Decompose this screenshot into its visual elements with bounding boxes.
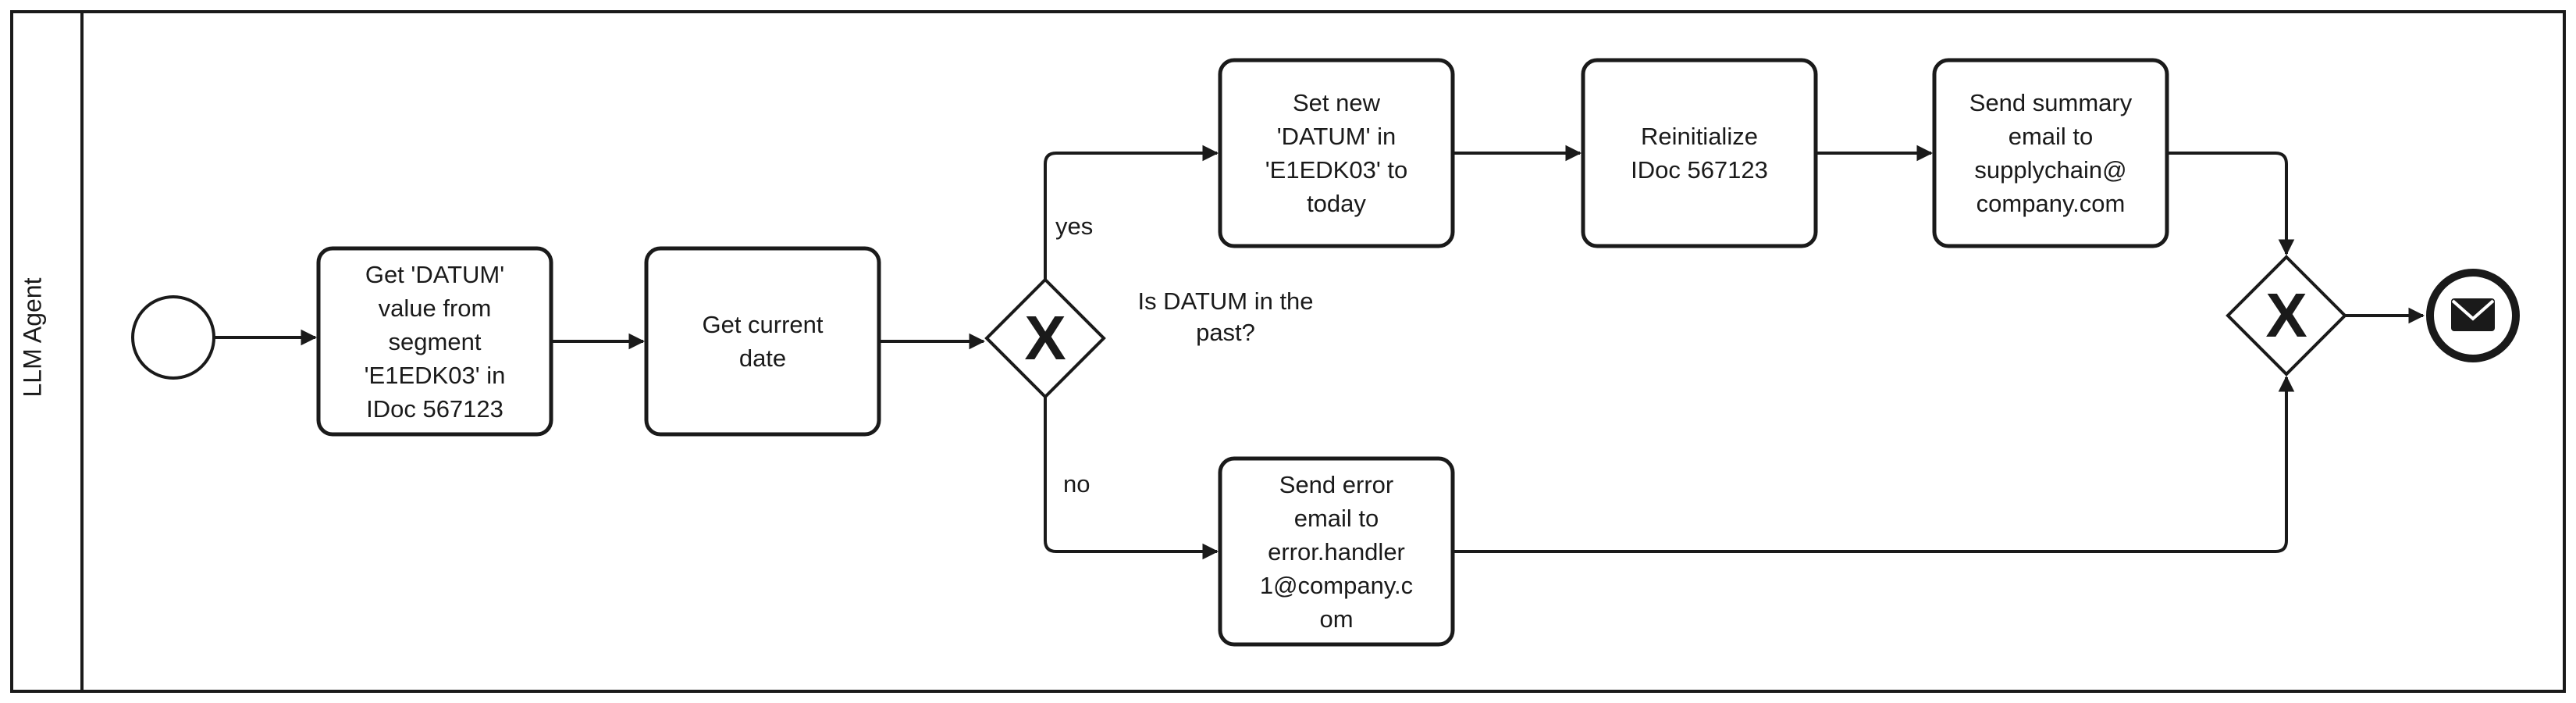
task-get-datum-label: Get 'DATUM' value from segment 'E1EDK03'… — [364, 260, 506, 423]
flow-error-to-merge — [1453, 375, 2295, 553]
flow-gateway-yes — [1044, 145, 1219, 280]
task-get-current-date-label: Get current date — [702, 311, 824, 372]
gateway-question-label: Is DATUM in the past? — [1137, 287, 1314, 346]
pool-border — [10, 10, 2566, 693]
gateway-no-label: no — [1063, 470, 1091, 498]
exclusive-gateway-merge[interactable] — [2226, 255, 2347, 376]
lane-label: LLM Agent — [18, 277, 47, 398]
envelope-icon — [2451, 298, 2495, 331]
gateway-yes-label: yes — [1055, 212, 1094, 240]
flow-gateway-no — [1044, 397, 1219, 560]
task-set-new-datum-label: Set new 'DATUM' in 'E1EDK03' to today — [1265, 89, 1408, 217]
task-send-error-email-label: Send error email to error.handler 1@comp… — [1259, 470, 1414, 633]
start-event[interactable] — [131, 295, 215, 380]
task-reinitialize-idoc-label: Reinitialize IDoc 567123 — [1631, 123, 1768, 184]
task-send-summary-email-label: Send summary email to supplychain@ compa… — [1969, 89, 2133, 217]
gateway-merge-x-icon: X — [2265, 280, 2307, 350]
flow-summary-to-merge — [2167, 152, 2295, 256]
gateway-split-x-icon: X — [1024, 303, 1066, 373]
